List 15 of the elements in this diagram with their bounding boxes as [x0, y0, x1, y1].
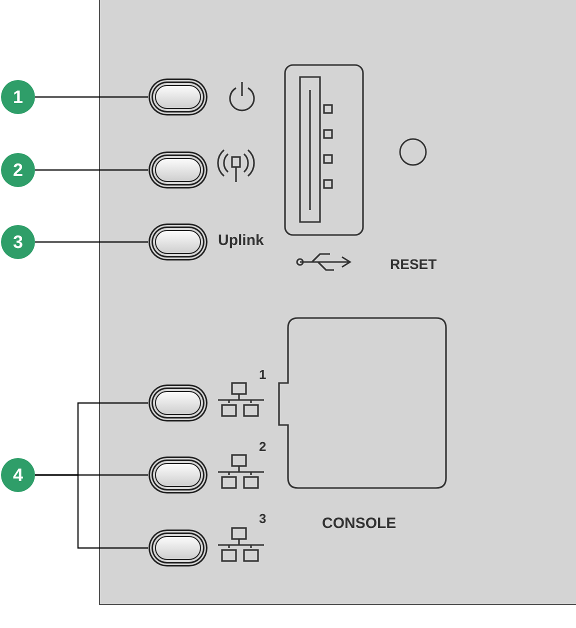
leader-line: [35, 96, 148, 98]
callout-number: 4: [1, 458, 35, 492]
callout-number: 3: [1, 225, 35, 259]
panel-label: 1: [259, 367, 266, 382]
panel-label: RESET: [390, 256, 437, 272]
leader-line: [35, 169, 148, 171]
callout-number: 1: [1, 80, 35, 114]
panel-label: CONSOLE: [322, 515, 396, 532]
panel-label: 2: [259, 439, 266, 454]
leader-line: [35, 474, 148, 549]
callout-number: 2: [1, 153, 35, 187]
panel-label: 3: [259, 511, 266, 526]
console-port: [278, 317, 447, 489]
leader-line: [35, 241, 148, 243]
panel-label: Uplink: [218, 232, 264, 249]
